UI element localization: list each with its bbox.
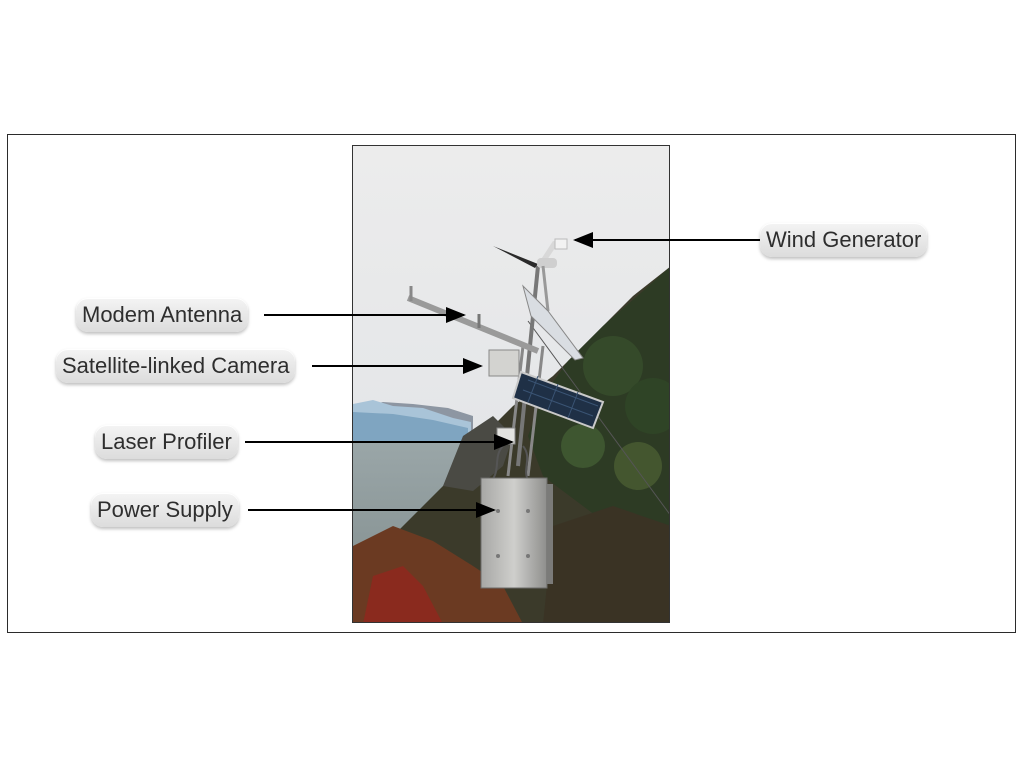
satellite-camera-label: Satellite-linked Camera — [56, 349, 296, 383]
modem-antenna-label: Modem Antenna — [76, 298, 249, 332]
laser-profiler-label: Laser Profiler — [95, 425, 238, 459]
weather-station-photo — [352, 145, 670, 623]
power-supply-label: Power Supply — [91, 493, 239, 527]
wind-generator-label: Wind Generator — [760, 223, 928, 257]
